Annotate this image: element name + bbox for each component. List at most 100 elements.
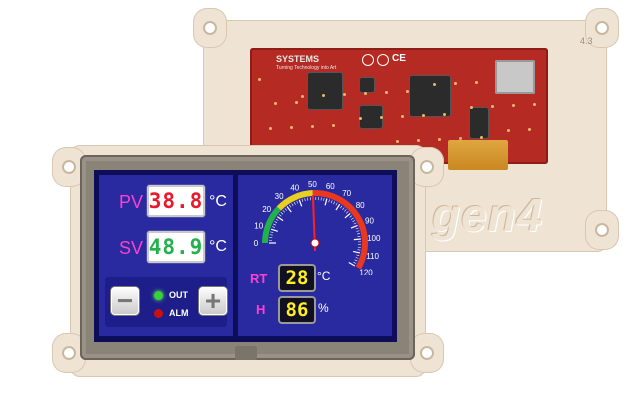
sv-unit: °C (209, 238, 227, 255)
gauge-tick-label: 10 (254, 221, 263, 230)
gauge-tick-label: 110 (366, 252, 379, 261)
gauge-tick (323, 197, 325, 201)
pcb-component (507, 129, 510, 132)
pcb-component (533, 103, 536, 106)
gauge-tick (345, 211, 349, 214)
gauge-tick (289, 204, 292, 208)
gauge-tick (354, 259, 358, 262)
gauge-tick (355, 257, 359, 259)
gauge-tick-label: 90 (365, 216, 374, 225)
pcb-component (343, 93, 346, 96)
pcb-component (443, 113, 446, 116)
pcb-component (491, 105, 494, 108)
gauge-tick (275, 218, 279, 221)
gauge-tick-label: 40 (290, 184, 299, 193)
flex-cable-tab (235, 346, 257, 360)
gauge-tick (293, 201, 296, 205)
gauge-tick (328, 199, 330, 203)
chip-graphics (410, 76, 450, 116)
gauge-tick (304, 198, 306, 202)
pcb-component (359, 117, 362, 120)
pv-value: 38.8 (147, 185, 205, 217)
sv-label: SV (119, 238, 144, 258)
h-unit: % (318, 301, 329, 315)
gauge-hub (310, 238, 320, 248)
pcb-component (290, 126, 293, 129)
gauge-tick (353, 238, 361, 241)
gauge-tick (274, 221, 278, 224)
decrease-button[interactable]: − (111, 287, 139, 315)
pcb-component (332, 124, 335, 127)
gauge-tick (335, 203, 341, 211)
gauge-tick-label: 0 (254, 239, 259, 248)
pv-label: PV (119, 192, 144, 212)
increase-button[interactable]: + (199, 287, 227, 315)
ce-mark-icon: CE (392, 53, 406, 64)
pcb-component (274, 102, 277, 105)
rt-label: RT (250, 271, 268, 286)
gauge-tick (356, 233, 361, 235)
pcb-component (454, 82, 457, 85)
brand-label: SYSTEMS (276, 54, 320, 64)
gauge-tick-label: 60 (326, 182, 335, 191)
gauge-tick (330, 200, 333, 204)
pcb-component (401, 115, 404, 118)
controller-panel: PV 38.8 °C SV 48.9 °C − + OUT ALM (99, 175, 233, 336)
pcb-component (475, 81, 478, 84)
gauge-tick (356, 254, 360, 256)
pcb-component (438, 138, 441, 141)
gauge-tick (296, 200, 299, 204)
mounting-ear (585, 8, 619, 48)
sd-card-slot (495, 60, 535, 94)
pcb-component (269, 127, 272, 130)
gauge-tick (273, 223, 276, 226)
gauge-tick (333, 201, 336, 205)
out-label: OUT (169, 290, 188, 300)
certification-mark-icon (377, 54, 389, 66)
gauge-tick (356, 230, 360, 232)
gauge-tick (352, 220, 356, 223)
h-value: 86 (280, 298, 314, 322)
gauge-tick (280, 211, 284, 215)
gauge-tick (342, 207, 345, 211)
gauge-tick (349, 215, 353, 218)
gauge-tick (350, 224, 358, 229)
gauge-tick (269, 234, 273, 236)
brand-sub-label: Turning Technology into Art (276, 65, 337, 71)
gauge-tick (270, 228, 278, 232)
gauge-tick-label: 20 (262, 205, 271, 214)
gauge-tick-label: 120 (359, 269, 373, 276)
gauge-tick (340, 205, 343, 209)
gauge-tick (271, 226, 275, 228)
gauge-tick (278, 214, 282, 217)
gauge-tick (344, 209, 347, 212)
pcb-component (417, 139, 420, 142)
gauge-tick (353, 261, 357, 264)
gauge-tick (270, 231, 274, 233)
gauge-arc-red (312, 190, 368, 270)
chip-small (470, 108, 488, 138)
gauge-tick (291, 203, 294, 207)
gauge-arc-yellow (276, 190, 314, 211)
pcb-component (301, 95, 304, 98)
gauge-tick (348, 261, 356, 267)
gauge-tick (344, 212, 351, 219)
gauge-tick (353, 222, 357, 225)
gauge-tick-label: 50 (308, 180, 317, 189)
pcb-component (258, 78, 261, 81)
pcb-component (322, 94, 325, 97)
gauge-tick (282, 209, 286, 213)
gauge-tick-label: 30 (275, 192, 284, 201)
mounting-ear (410, 147, 444, 187)
pcb-component (528, 128, 531, 131)
pcb-component (364, 92, 367, 95)
gauge-tick-label: 80 (356, 201, 365, 210)
gauge-tick (284, 208, 288, 211)
ribbon-connector (448, 140, 508, 170)
gauge-tick (324, 198, 328, 206)
gen4-logo: gen4 (432, 189, 544, 241)
pcb-component (470, 106, 473, 109)
mounting-ear (193, 8, 227, 48)
gauge-tick (355, 227, 359, 230)
